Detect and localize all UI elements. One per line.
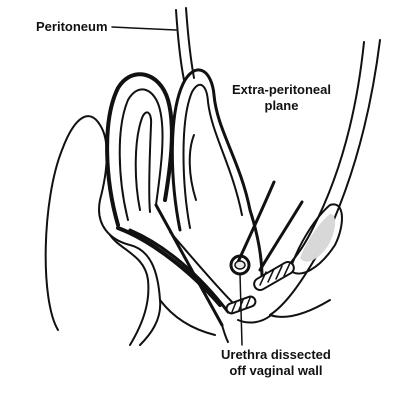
extra-peritoneal-plane-label: Extra-peritoneal plane [232, 82, 331, 114]
peritoneum-tube-left [176, 10, 184, 80]
dissection-line-2 [238, 182, 274, 262]
urethra-label-line1: Urethra dissected [221, 347, 331, 363]
extra-peritoneal-label-line1: Extra-peritoneal [232, 82, 331, 98]
uterus-inner-wall [120, 89, 163, 220]
urethra-lumen [235, 261, 245, 269]
posterior-vaginal-line [170, 232, 235, 305]
uterus-cavity [136, 112, 151, 212]
outer-body-outline [46, 116, 161, 345]
rectal-wall-fold [190, 135, 196, 200]
urethra-label-line2: off vaginal wall [221, 363, 331, 379]
urethra-leader-line [240, 274, 242, 345]
hatched-tissue-upper [252, 260, 296, 292]
vestibule-line [222, 325, 228, 342]
urethra-dissected-label: Urethra dissected off vaginal wall [221, 347, 331, 379]
perineum-outline [160, 300, 215, 335]
dissection-line-3 [260, 202, 302, 270]
extra-peritoneal-label-line2: plane [232, 98, 331, 114]
posterior-commissure [238, 316, 270, 323]
peritoneum-label: Peritoneum [36, 19, 108, 35]
peritoneum-tube-right [186, 8, 194, 78]
peritoneum-leader-line [112, 27, 176, 30]
